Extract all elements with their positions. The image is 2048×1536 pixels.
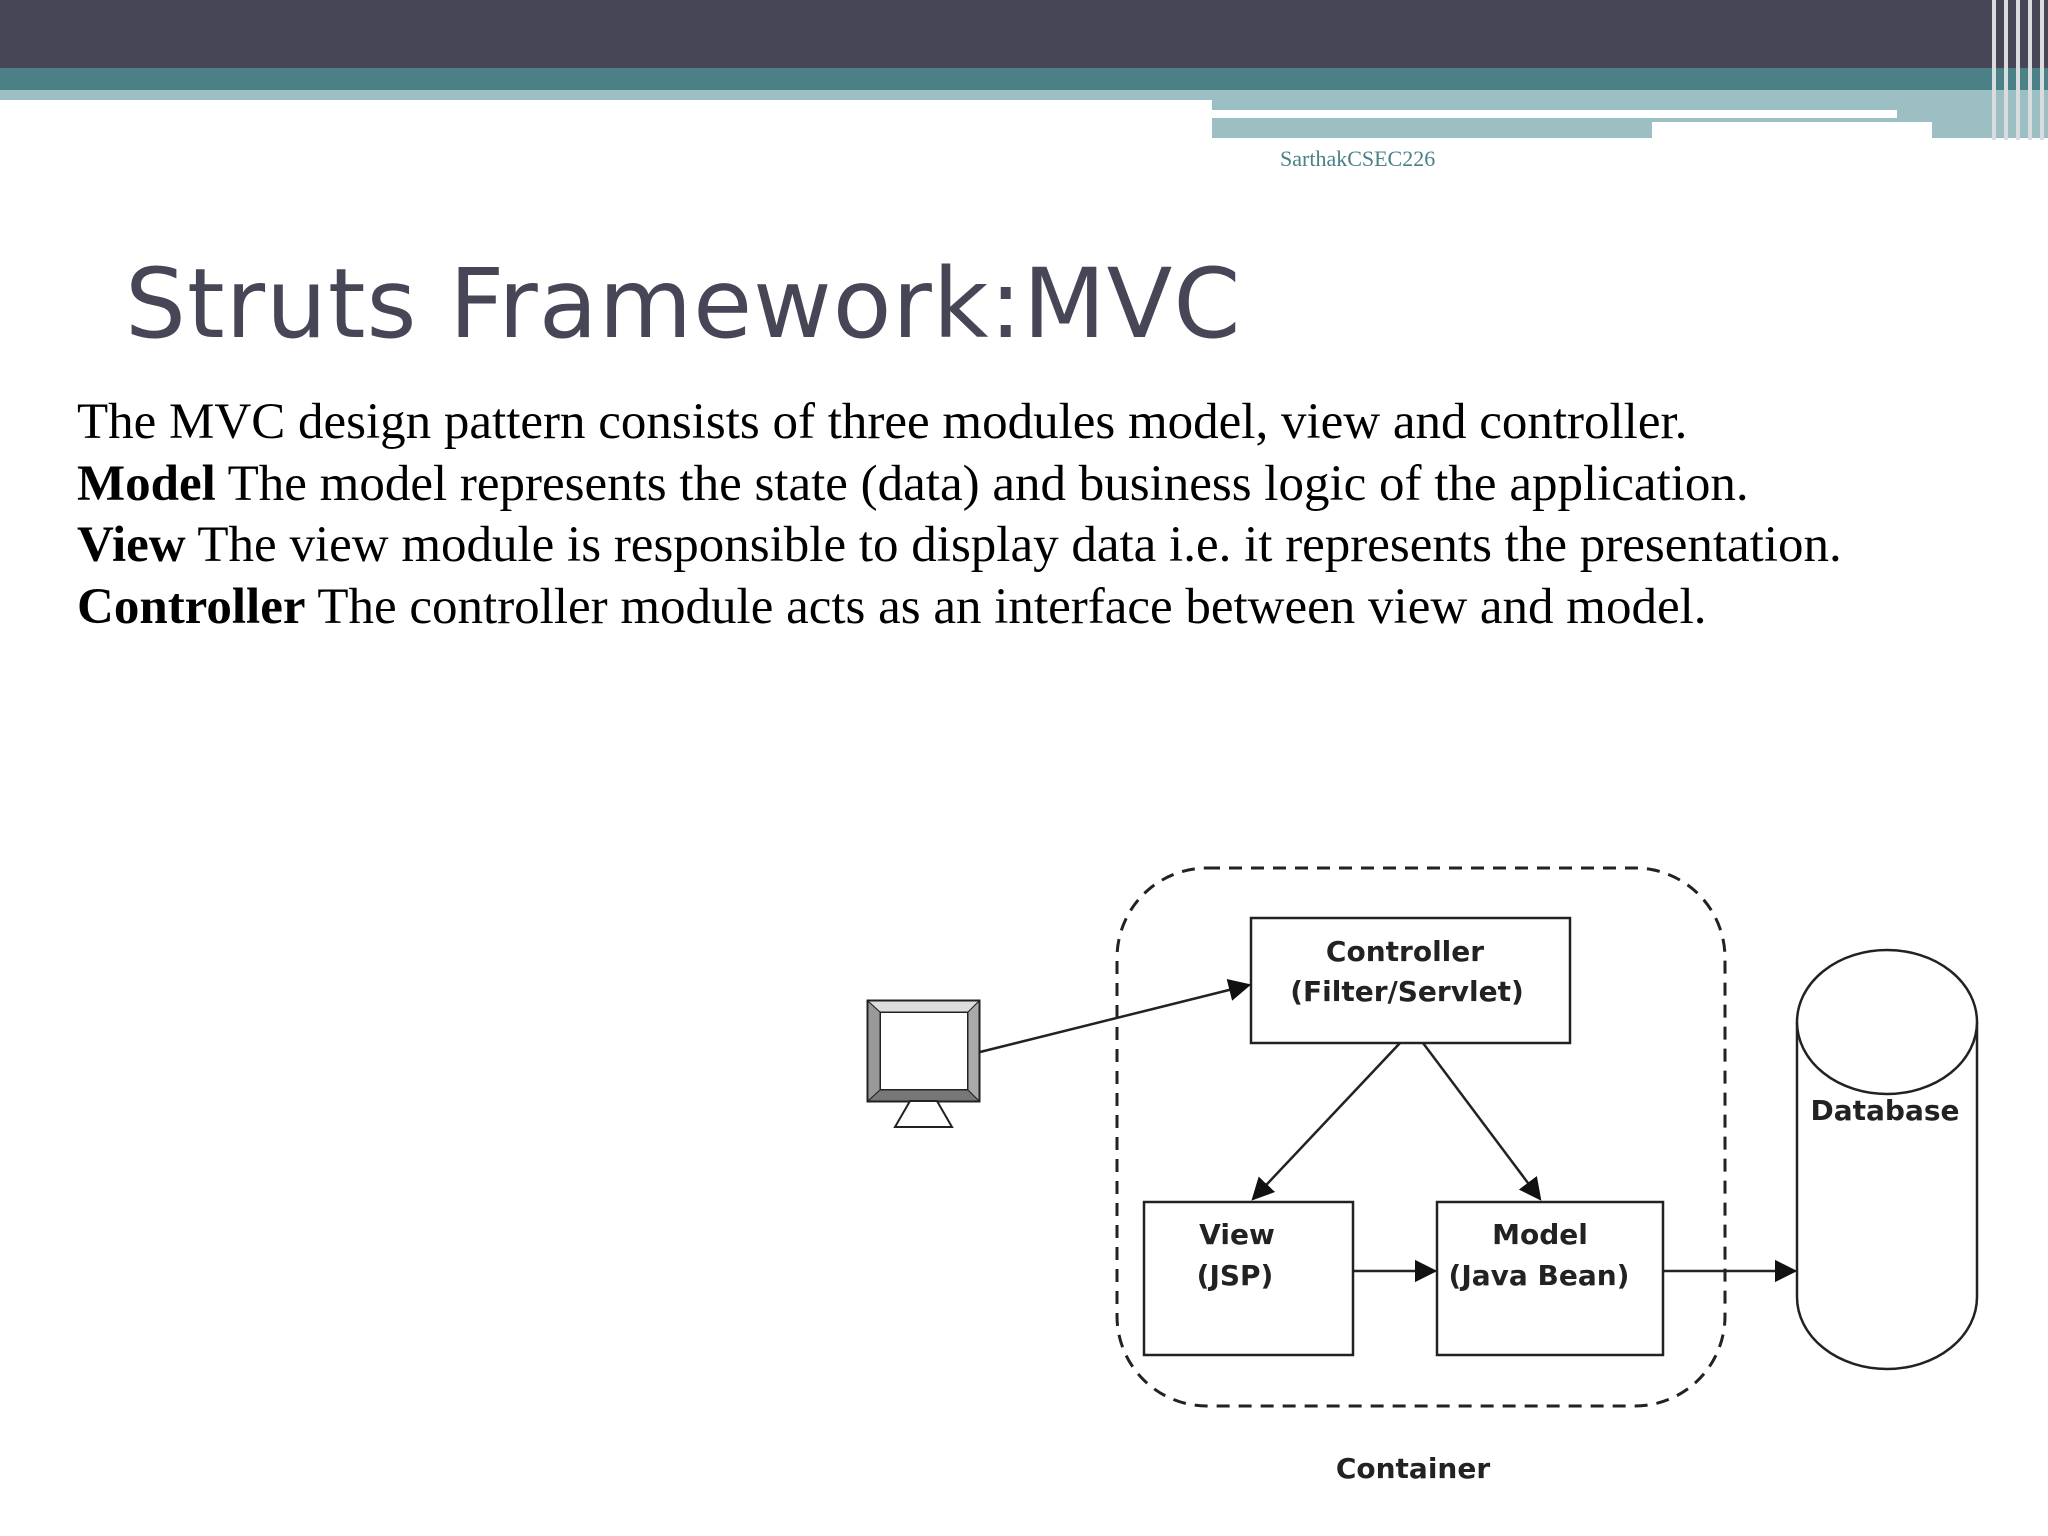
slide-title: Struts Framework:MVC xyxy=(125,248,1242,360)
database-cylinder xyxy=(1795,948,1979,1371)
header-band-light xyxy=(0,90,1212,100)
controller-label-1: Controller xyxy=(1326,935,1484,968)
database-label: Database xyxy=(1810,1094,1959,1127)
model-label-2: (Java Bean) xyxy=(1449,1259,1630,1292)
header-band-teal xyxy=(0,68,2048,90)
controller-paragraph: Controller The controller module acts as… xyxy=(77,577,1937,639)
view-label-2: (JSP) xyxy=(1197,1259,1274,1292)
intro-paragraph: The MVC design pattern consists of three… xyxy=(77,394,1688,450)
header-band-dark xyxy=(0,0,2048,68)
model-label-1: Model xyxy=(1492,1218,1588,1251)
view-label-1: View xyxy=(1199,1218,1275,1251)
model-paragraph: Model The model represents the state (da… xyxy=(77,454,1937,516)
container-label: Container xyxy=(1336,1452,1491,1485)
controller-term: Controller xyxy=(77,578,306,635)
arrow-client-to-controller xyxy=(979,978,1252,1054)
arrow-controller-to-view xyxy=(1251,1042,1401,1201)
view-description: The view module is responsible to displa… xyxy=(185,517,1842,573)
model-term: Model xyxy=(77,455,216,512)
model-description: The model represents the state (data) an… xyxy=(215,455,1749,512)
controller-description: The controller module acts as an interfa… xyxy=(305,578,1707,635)
watermark: SarthakCSEC226 xyxy=(1280,146,1436,171)
controller-box xyxy=(1249,916,1572,1045)
arrow-controller-to-model xyxy=(1422,1042,1542,1201)
container-boundary xyxy=(1115,866,1727,1408)
model-box xyxy=(1435,1200,1665,1357)
view-box xyxy=(1142,1200,1355,1357)
view-term: View xyxy=(77,517,186,573)
monitor-icon xyxy=(866,999,981,1128)
controller-label-2: (Filter/Servlet) xyxy=(1290,975,1524,1008)
header-edge-lines xyxy=(1986,0,2048,140)
header-band-right-stripe xyxy=(1212,110,1897,118)
header-band-right-notch xyxy=(1652,122,1932,138)
view-paragraph: View The view module is responsible to d… xyxy=(77,515,1937,577)
slide-body: The MVC design pattern consists of three… xyxy=(77,392,1937,638)
